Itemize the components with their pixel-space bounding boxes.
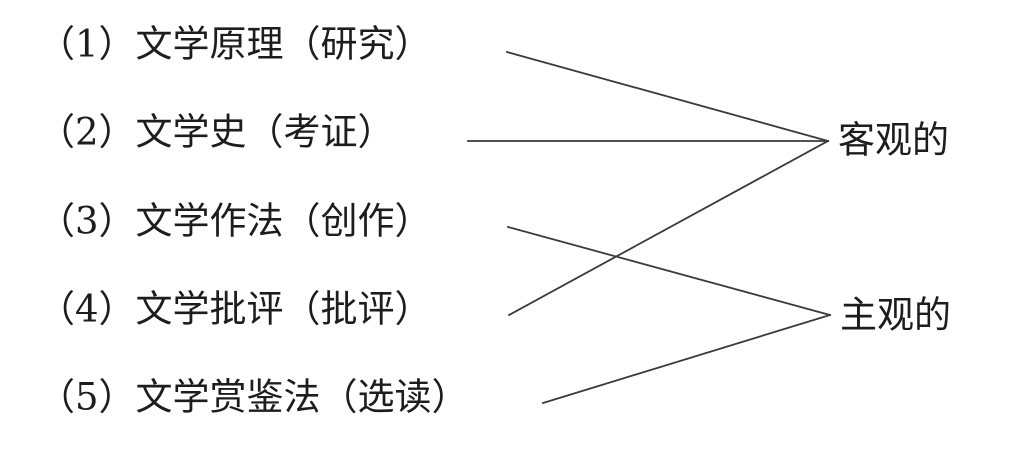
group-label-subjective: 主观的 (840, 293, 951, 337)
list-item-4: （4）文学批评（批评） (38, 287, 432, 331)
list-item-1: （1）文学原理（研究） (38, 22, 432, 66)
connector-item3-to-subjective (506, 225, 832, 317)
list-item-5: （5）文学赏鉴法（选读） (38, 375, 469, 419)
connector-item4-to-objective (507, 139, 830, 317)
list-item-3: （3）文学作法（创作） (38, 199, 432, 243)
group-label-objective: 客观的 (838, 118, 949, 162)
list-item-2: （2）文学史（考证） (38, 110, 395, 154)
connector-item1-to-objective (505, 50, 830, 143)
connector-item5-to-subjective (541, 313, 832, 405)
